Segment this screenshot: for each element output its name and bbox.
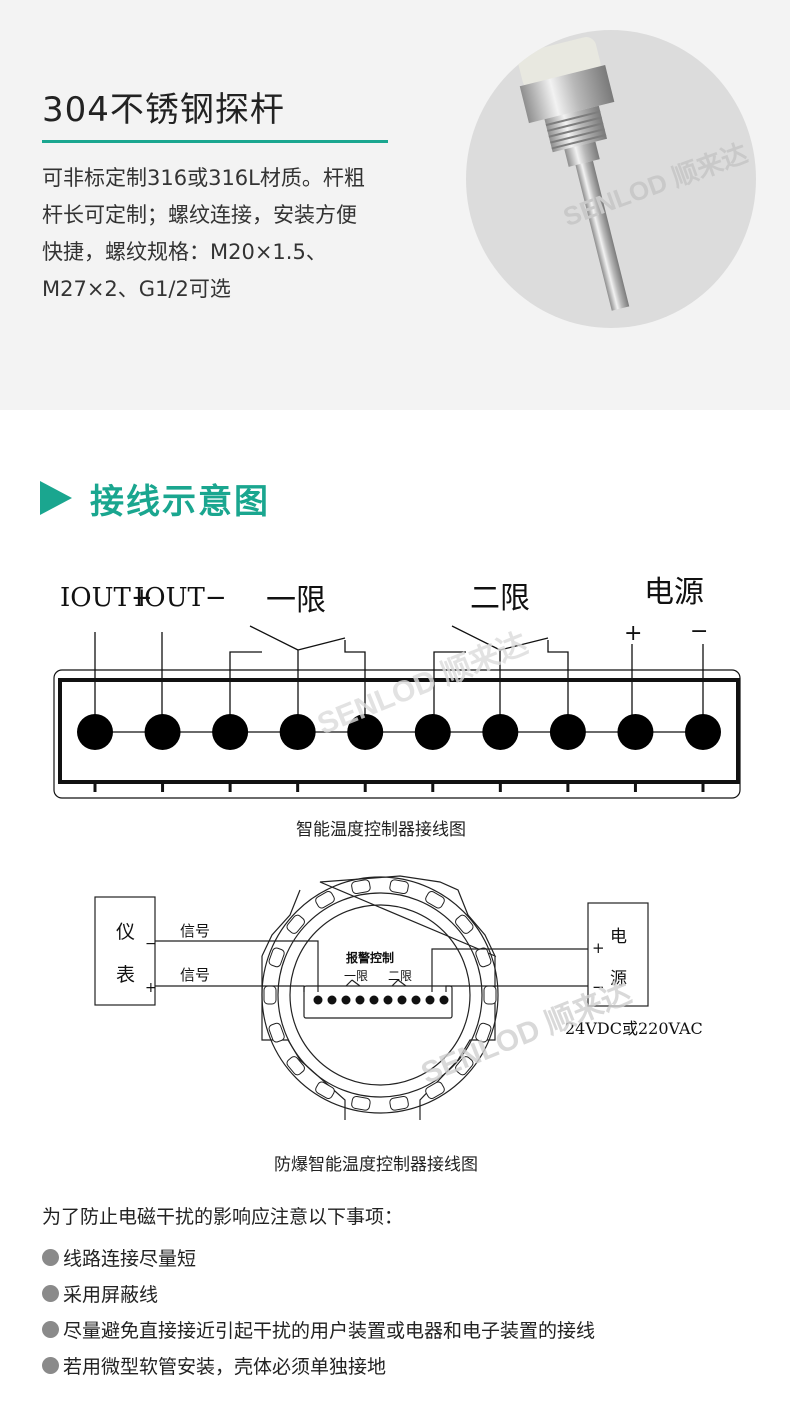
emi-notes: 为了防止电磁干扰的影响应注意以下事项： 线路连接尽量短 采用屏蔽线 尽量避免直接… [42, 1202, 595, 1383]
bullet-dot-icon [42, 1356, 59, 1374]
iout-minus-label: IOUT− [134, 583, 227, 613]
bullet-dot-icon [42, 1248, 59, 1266]
block-terminal [341, 995, 351, 1005]
power-plus: + [592, 939, 605, 957]
iout-plus-label: IOUT+ [60, 583, 153, 613]
description-line: 杆长可定制；螺纹连接，安装方便 [42, 203, 357, 227]
housing-segment [455, 1056, 474, 1076]
limit2-label: 二限 [470, 581, 530, 616]
terminal-screw [482, 714, 519, 750]
signal-label-1: 信号 [180, 922, 210, 940]
block-terminal [327, 995, 337, 1005]
alarm-terminal-row [313, 995, 449, 1005]
note-item: 采用屏蔽线 [42, 1275, 595, 1311]
housing-segment [263, 985, 277, 1005]
housing-segment [351, 1095, 371, 1111]
supply-voltage: 24VDC或220VAC [565, 1019, 703, 1038]
housing-segment [389, 1095, 409, 1111]
explosion-proof-diagram [261, 875, 499, 1120]
description-line: M27×2、G1/2可选 [42, 277, 231, 301]
note-item: 尽量避免直接接近引起干扰的用户装置或电器和电子装置的接线 [42, 1311, 595, 1347]
block-terminal [425, 995, 435, 1005]
diagram2-wires [94, 896, 649, 1007]
wiring-diagrams: IOUT+ IOUT− 一限 二限 电源 + − SENLOD 顺来达 [53, 575, 741, 1120]
instrument-minus: − [145, 936, 157, 952]
housing-segment [455, 914, 474, 934]
power-label-2: 源 [610, 969, 627, 989]
description-line: 快捷，螺纹规格：M20×1.5、 [42, 240, 327, 264]
block-terminal [411, 995, 421, 1005]
bullet-dot-icon [42, 1320, 59, 1338]
terminal-screw [549, 714, 586, 750]
housing-segment [315, 891, 335, 909]
power-label: 电源 [644, 575, 704, 610]
bullet-dot-icon [42, 1284, 59, 1302]
instrument-plus: + [145, 980, 157, 996]
housing-segment [351, 879, 371, 895]
block-terminal [383, 995, 393, 1005]
description-line: 可非标定制316或316L材质。杆粗 [42, 166, 365, 190]
block-terminal [369, 995, 379, 1005]
product-title: 304不锈钢探杆 [42, 90, 285, 130]
terminal-screw [279, 714, 316, 750]
section-header: 接线示意图 [40, 476, 270, 522]
product-description: 可非标定制316或316L材质。杆粗 杆长可定制；螺纹连接，安装方便 快捷，螺纹… [42, 160, 422, 308]
housing-segments [263, 879, 497, 1111]
power-label-1: 电 [610, 927, 627, 947]
terminal-screw [685, 714, 721, 750]
signal-label-2: 信号 [180, 966, 210, 984]
smart-controller-diagram: IOUT+ IOUT− 一限 二限 电源 + − [53, 575, 741, 799]
power-minus-sign: − [690, 619, 708, 644]
terminal-screw [77, 714, 113, 750]
terminal-screw [617, 714, 654, 750]
diagram2-caption: 防爆智能温度控制器接线图 [274, 1155, 478, 1175]
limit1-label: 一限 [266, 583, 326, 618]
terminal-screw [144, 714, 181, 750]
housing-segment [483, 985, 497, 1005]
housing-segment [268, 947, 285, 968]
section-title: 接线示意图 [90, 481, 270, 522]
block-terminal [313, 995, 323, 1005]
terminal-row [77, 714, 721, 750]
play-arrow-icon [40, 481, 72, 515]
instrument-label-1: 仪 [116, 921, 135, 943]
instrument-label-2: 表 [116, 964, 135, 986]
note-item: 线路连接尽量短 [42, 1239, 595, 1275]
terminal-screw [212, 714, 249, 750]
power-minus: − [592, 978, 605, 996]
housing-segment [268, 1022, 285, 1043]
housing-segment [425, 1081, 445, 1099]
housing-segment [475, 1022, 492, 1043]
alarm-limit2: 二限 [388, 969, 412, 983]
block-terminal [439, 995, 449, 1005]
block-terminal [397, 995, 407, 1005]
probe-photo: SENLOD 顺来达 [466, 30, 756, 328]
terminal-screw [414, 714, 451, 750]
housing-segment [286, 914, 305, 934]
block-terminal [355, 995, 365, 1005]
housing-segment [425, 891, 445, 909]
power-plus-sign: + [624, 621, 642, 646]
title-underline [42, 140, 388, 143]
housing-segment [315, 1081, 335, 1099]
diagram1-caption: 智能温度控制器接线图 [296, 820, 466, 840]
housing-segment [286, 1056, 305, 1076]
product-panel: 304不锈钢探杆 可非标定制316或316L材质。杆粗 杆长可定制；螺纹连接，安… [0, 0, 790, 410]
alarm-limit1: 一限 [344, 969, 368, 983]
notes-heading: 为了防止电磁干扰的影响应注意以下事项： [42, 1206, 404, 1228]
terminal-ticks [93, 782, 705, 792]
terminal-screw [347, 714, 384, 750]
note-item: 若用微型软管安装，壳体必须单独接地 [42, 1347, 595, 1383]
probe-illustration: SENLOD 顺来达 [518, 37, 751, 311]
alarm-title: 报警控制 [346, 950, 394, 965]
housing-segment [389, 879, 409, 895]
